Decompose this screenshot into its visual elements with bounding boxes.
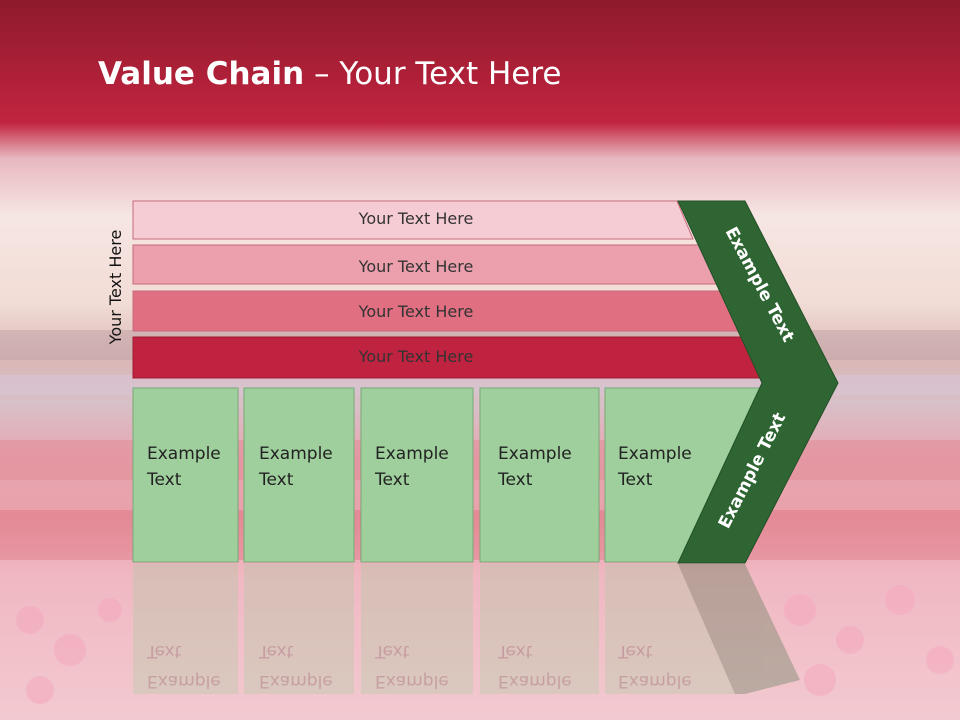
reflection-cell-5: Example <box>618 671 692 691</box>
support-bar-4-label: Your Text Here <box>358 347 474 366</box>
primary-cell-1-line2: Text <box>146 470 182 490</box>
primary-cell-1-line1: Example <box>147 444 221 464</box>
primary-cell-5-line2: Text <box>617 470 653 490</box>
reflection-text: Example Example Example Example Example … <box>146 641 692 691</box>
reflection-cell-1: Example <box>147 671 221 691</box>
reflection-cell-4: Example <box>498 671 572 691</box>
primary-cell-4[interactable] <box>479 387 600 563</box>
primary-cell-3-line2: Text <box>374 470 410 490</box>
support-bar-1[interactable] <box>132 200 694 240</box>
diagram-reflection <box>133 564 800 694</box>
primary-cell-2-line1: Example <box>259 444 333 464</box>
reflection-cell-2b: Text <box>258 641 294 661</box>
primary-cell-5-line1: Example <box>618 444 692 464</box>
primary-cell-1[interactable] <box>132 387 239 563</box>
primary-cell-4-line1: Example <box>498 444 572 464</box>
page-title: Value Chain – Your Text Here <box>98 54 561 94</box>
reflection-cell-2: Example <box>259 671 333 691</box>
reflection-cell-4b: Text <box>497 641 533 661</box>
reflection-cell-1b: Text <box>146 641 182 661</box>
reflection-cell-5b: Text <box>617 641 653 661</box>
support-bar-2-label: Your Text Here <box>358 257 474 276</box>
primary-cell-3-line1: Example <box>375 444 449 464</box>
title-rest: – Your Text Here <box>304 56 562 92</box>
primary-cell-2[interactable] <box>243 387 355 563</box>
reflection-cell-3: Example <box>375 671 449 691</box>
primary-cell-2-line2: Text <box>258 470 294 490</box>
primary-cell-3[interactable] <box>360 387 474 563</box>
support-bar-1-label: Your Text Here <box>358 209 474 228</box>
support-bar-3-label: Your Text Here <box>358 302 474 321</box>
reflection-cell-3b: Text <box>374 641 410 661</box>
margin-chevron[interactable] <box>677 200 839 564</box>
primary-cell-4-line2: Text <box>497 470 533 490</box>
title-bold: Value Chain <box>98 56 305 92</box>
